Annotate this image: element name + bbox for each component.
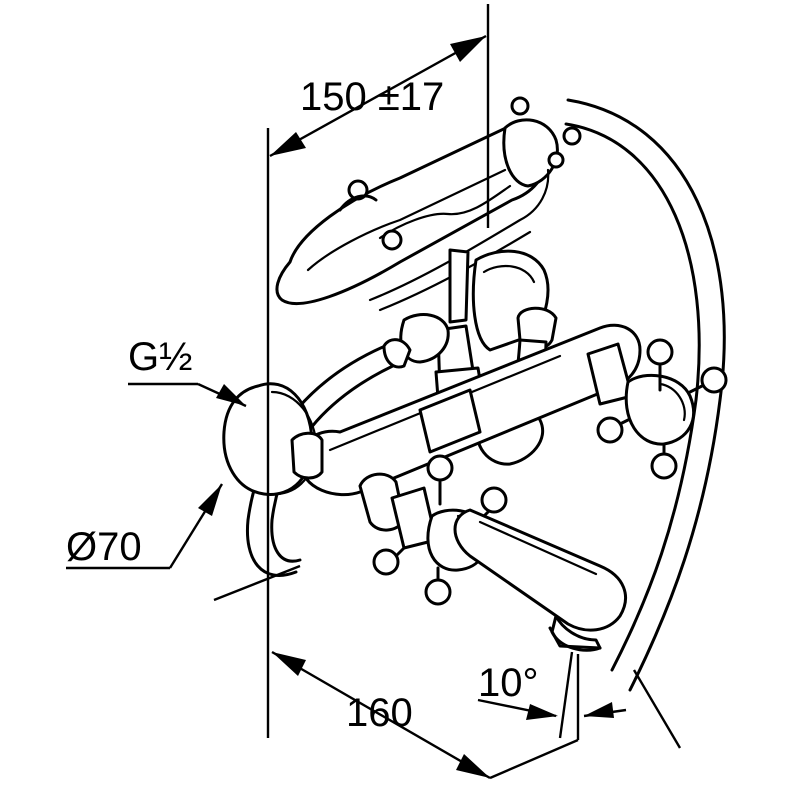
diameter-label: Ø70: [66, 525, 142, 569]
right-cross-handle: [586, 338, 728, 480]
shower-holder: [368, 168, 550, 324]
dimension-thread: G½: [128, 335, 247, 408]
thread-label: G½: [128, 335, 192, 379]
mixer-body: [298, 323, 642, 497]
dimension-diameter: Ø70: [66, 483, 224, 570]
hand-shower: [275, 96, 582, 305]
dimension-angle: 10°: [477, 651, 627, 739]
left-cross-handle: [358, 454, 508, 606]
bath-spout: [453, 508, 627, 652]
wall-marks: [213, 564, 301, 602]
angle-label: 10°: [478, 661, 539, 705]
dimension-150-label: 150 ±17: [300, 75, 444, 119]
dimension-150: 150 ±17: [266, 4, 490, 738]
dimension-160: 160: [271, 650, 580, 780]
break-marks: [632, 669, 682, 749]
dimension-160-label: 160: [346, 691, 413, 735]
